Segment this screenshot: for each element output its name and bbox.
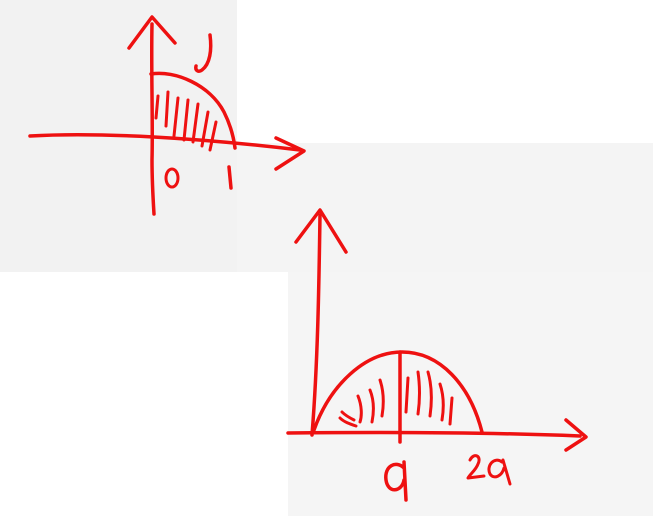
background-white-left xyxy=(0,272,288,516)
top-region-curve xyxy=(149,71,237,150)
bottom-region-hatching xyxy=(338,370,454,428)
top-region-hatching xyxy=(154,90,218,152)
top-y-label: y xyxy=(0,0,1,1)
background-white-top xyxy=(237,0,653,143)
bottom-region-curve xyxy=(312,350,484,434)
bottom-y-arrowhead xyxy=(294,208,348,254)
top-graph: y 0 1 xyxy=(0,0,306,216)
top-y-label-stroke xyxy=(194,33,213,73)
top-origin-label: 0 xyxy=(0,0,1,1)
bottom-x-arrowhead xyxy=(564,418,588,452)
top-x-tick-mark xyxy=(227,165,233,190)
top-x-arrowhead xyxy=(274,136,306,171)
top-origin-mark xyxy=(164,167,180,189)
top-y-arrowhead xyxy=(127,15,177,50)
bottom-mid-tick-label: a xyxy=(0,0,1,1)
bottom-x-axis xyxy=(286,430,582,438)
bottom-mid-label-stroke xyxy=(384,460,408,502)
top-y-axis xyxy=(149,22,156,216)
bottom-y-axis xyxy=(310,213,322,437)
bottom-end-tick-label: 2a xyxy=(0,0,2,1)
top-x-axis xyxy=(28,133,302,152)
bottom-graph: a 2a xyxy=(0,0,588,502)
bottom-end-label-stroke xyxy=(466,454,512,486)
top-x-tick-label: 1 xyxy=(0,0,1,1)
